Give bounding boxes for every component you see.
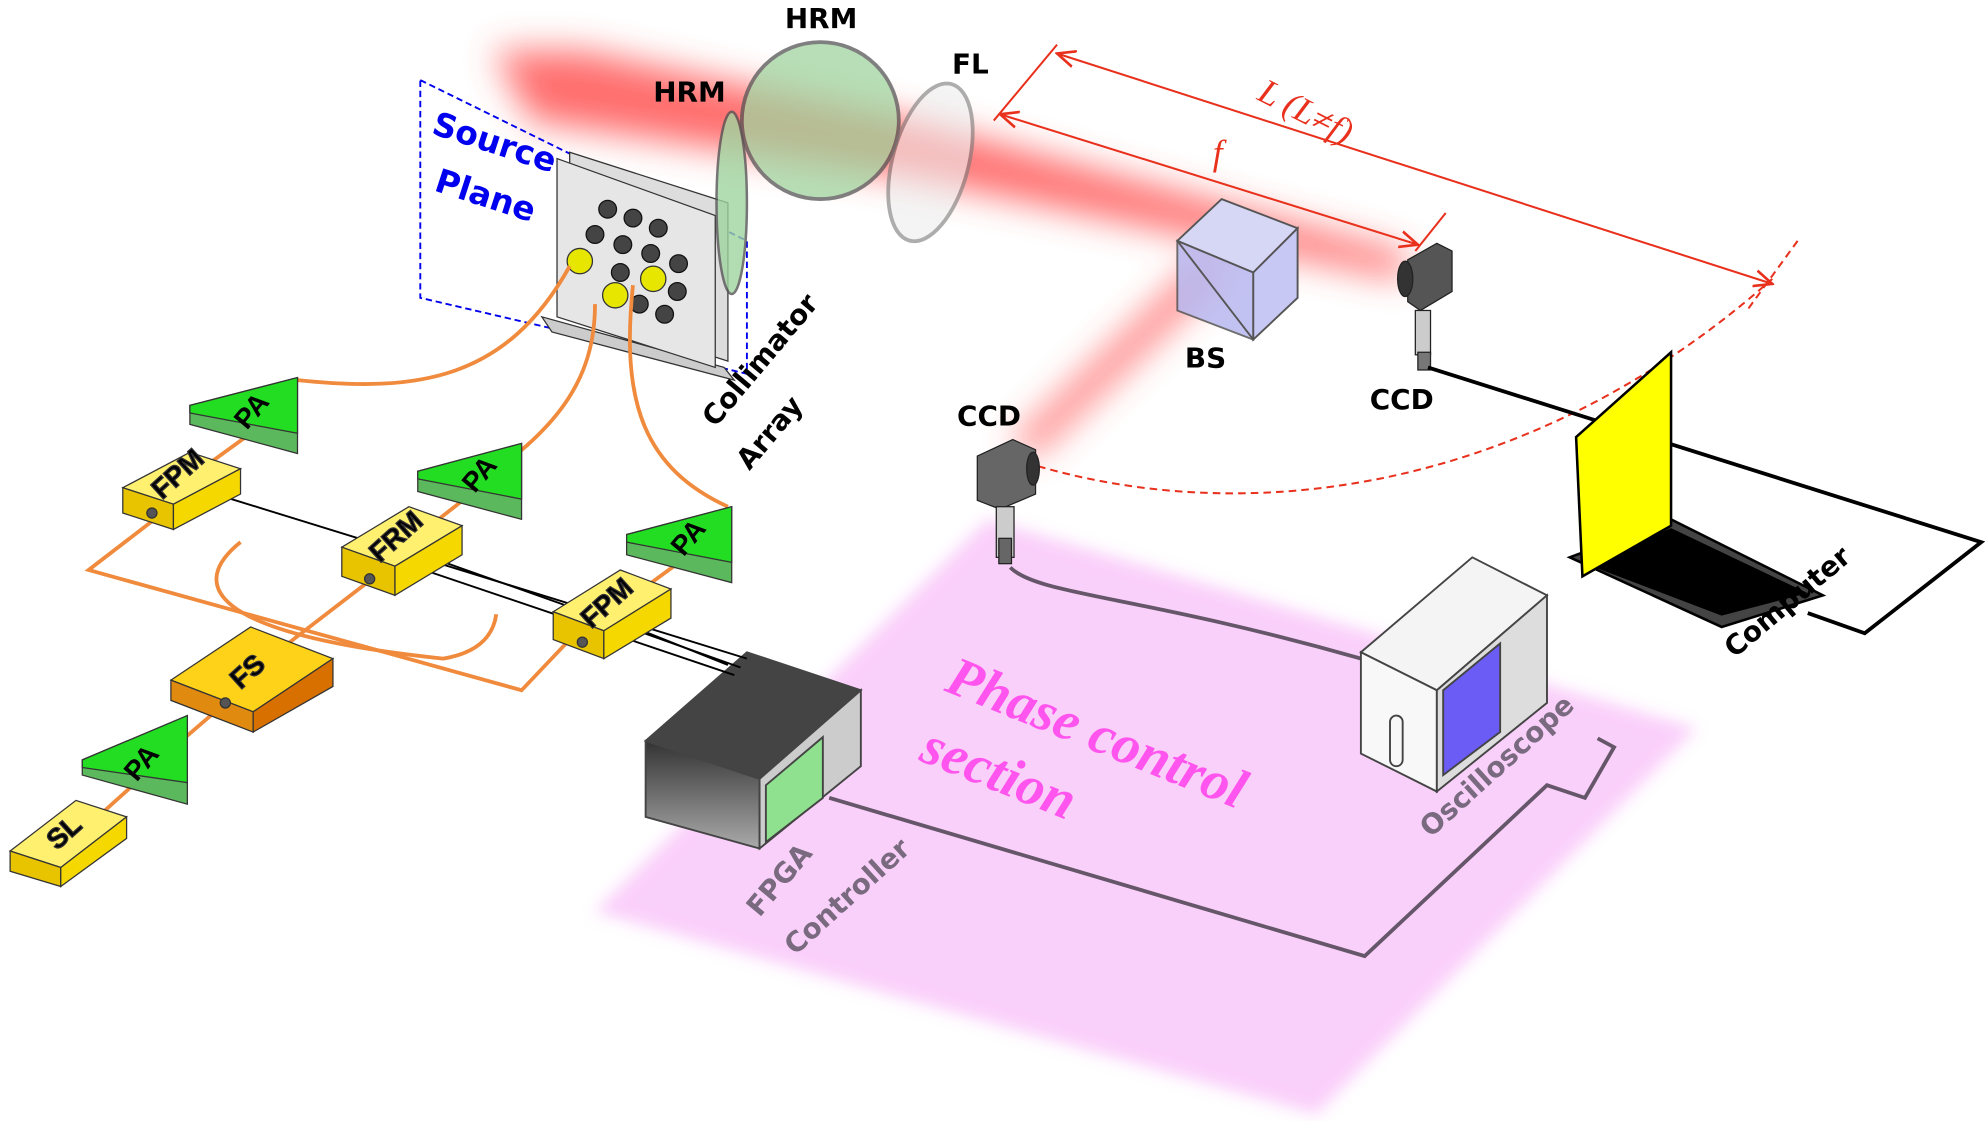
- signal-cables: [828, 566, 1617, 959]
- fs-splitter: FS: [169, 626, 335, 734]
- fpga-controller: [643, 651, 863, 851]
- pa-amplifier-2: PA: [417, 442, 523, 521]
- distance-f-label: f: [1213, 133, 1227, 173]
- collimator-array: [540, 151, 736, 382]
- frm-modulator: FRM: [340, 504, 464, 597]
- hrm-mirror-large: [739, 40, 901, 201]
- hrm-label-left: HRM: [653, 76, 725, 109]
- fl-label: FL: [952, 48, 989, 81]
- hrm-label-top: HRM: [785, 2, 857, 35]
- source-plane-outline: [419, 78, 748, 375]
- ccd-right-label: CCD: [1370, 383, 1434, 416]
- computer-laptop: [1566, 349, 1827, 629]
- sl-seed-laser: SL: [8, 799, 128, 888]
- pa-amplifier-1: PA: [189, 376, 299, 455]
- fpm-modulator-1: FPM: [121, 442, 243, 531]
- ccd-left-label: CCD: [957, 400, 1021, 433]
- pa-amplifier-3: PA: [626, 505, 733, 584]
- ccd-camera-right: [1396, 242, 1453, 371]
- beam-splitter: [1175, 197, 1300, 342]
- ccd-computer-cable: [1427, 365, 1985, 636]
- fpm-modulator-2: FPM: [551, 569, 673, 660]
- distance-L-label: L (L≠f): [1251, 70, 1360, 152]
- pa-amplifier-4: PA: [81, 714, 188, 806]
- hrm-mirror-small: [715, 110, 749, 296]
- bs-label: BS: [1185, 341, 1226, 374]
- focusing-lens: [886, 81, 975, 244]
- oscilloscope: [1359, 556, 1549, 794]
- ccd-camera-left: [976, 438, 1040, 565]
